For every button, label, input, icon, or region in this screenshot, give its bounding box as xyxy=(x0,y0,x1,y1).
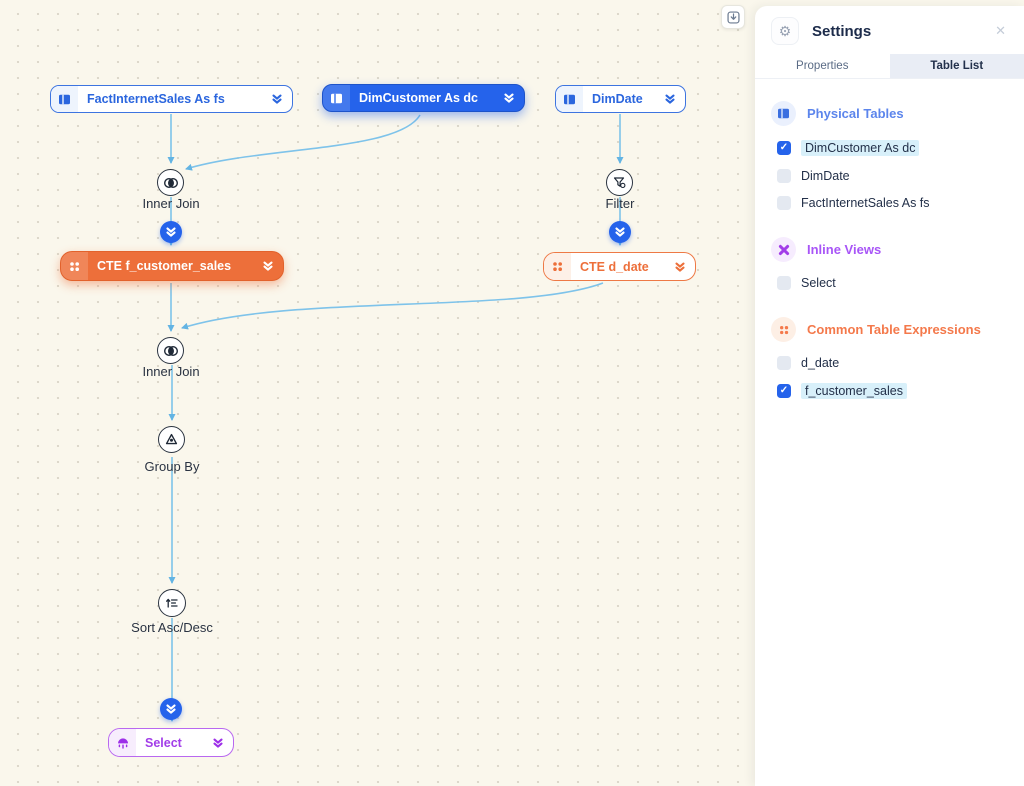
node-dim-date[interactable]: DimDate xyxy=(555,85,686,113)
download-button[interactable] xyxy=(721,5,745,29)
section-common-table-expressions: Common Table Expressions xyxy=(771,317,1008,342)
cte-dots-icon xyxy=(544,253,571,280)
inner-join-icon xyxy=(163,177,178,188)
section-physical-tables: Physical Tables xyxy=(771,101,1008,126)
item-label: Select xyxy=(801,276,836,290)
section-title: Physical Tables xyxy=(807,106,904,121)
chevron-double-down-icon[interactable] xyxy=(674,261,686,273)
chevron-double-down-icon xyxy=(166,704,176,714)
panel-title: Settings xyxy=(812,22,872,40)
table-list-item-dimcustomer[interactable]: DimCustomer As dc xyxy=(777,140,1008,156)
filter-icon xyxy=(613,177,626,189)
settings-panel: ⚙ Settings ✕ Properties Table List Physi… xyxy=(755,6,1024,786)
checkbox-checked[interactable] xyxy=(777,384,791,398)
chevron-double-down-icon xyxy=(166,227,176,237)
sort-icon xyxy=(166,598,178,608)
chevron-double-down-icon xyxy=(615,227,625,237)
op-label: Sort Asc/Desc xyxy=(131,620,213,635)
table-icon xyxy=(51,86,78,112)
op-inner-join-1[interactable] xyxy=(157,169,184,196)
expand-badge[interactable] xyxy=(160,221,182,243)
node-label: CTE f_customer_sales xyxy=(97,259,232,273)
node-label: DimCustomer As dc xyxy=(359,91,479,105)
jellyfish-icon xyxy=(117,737,128,749)
op-sort[interactable] xyxy=(158,589,186,617)
expand-badge[interactable] xyxy=(609,221,631,243)
node-label: Select xyxy=(145,735,182,750)
chevron-double-down-icon[interactable] xyxy=(664,93,676,105)
op-label: Filter xyxy=(605,196,635,211)
checkbox-unchecked[interactable] xyxy=(777,276,791,290)
group-by-icon xyxy=(165,433,178,445)
node-cte-d-date[interactable]: CTE d_date xyxy=(543,252,696,281)
chevron-double-down-icon[interactable] xyxy=(212,737,224,749)
item-label: d_date xyxy=(801,356,840,370)
table-list-item-d-date[interactable]: d_date xyxy=(777,356,1008,370)
node-cte-f-customer-sales[interactable]: CTE f_customer_sales xyxy=(60,251,284,281)
close-icon[interactable]: ✕ xyxy=(995,23,1006,38)
physical-tables-icon xyxy=(771,101,796,126)
checkbox-checked[interactable] xyxy=(777,141,791,155)
table-list-item-dimdate[interactable]: DimDate xyxy=(777,169,1008,183)
node-dim-customer[interactable]: DimCustomer As dc xyxy=(322,84,525,112)
op-label: Inner Join xyxy=(142,364,200,379)
table-list-item-f-customer-sales[interactable]: f_customer_sales xyxy=(777,383,1008,399)
op-label: Inner Join xyxy=(142,196,200,211)
op-group-by[interactable] xyxy=(158,426,185,453)
edge xyxy=(181,282,604,330)
expand-badge[interactable] xyxy=(160,698,182,720)
chevron-double-down-icon[interactable] xyxy=(271,93,283,105)
op-inner-join-2[interactable] xyxy=(157,337,184,364)
inline-view-icon xyxy=(109,729,136,756)
table-list-item-factinternetsales[interactable]: FactInternetSales As fs xyxy=(777,196,1008,210)
table-list-item-select[interactable]: Select xyxy=(777,276,1008,290)
section-inline-views: Inline Views xyxy=(771,237,1008,262)
settings-tabs: Properties Table List xyxy=(755,54,1024,79)
cte-dots-icon xyxy=(771,317,796,342)
node-label: FactInternetSales As fs xyxy=(87,92,225,106)
tab-properties[interactable]: Properties xyxy=(796,60,849,72)
op-filter[interactable] xyxy=(606,169,633,196)
tab-table-list[interactable]: Table List xyxy=(889,54,1024,78)
inline-views-icon xyxy=(771,237,796,262)
chevron-double-down-icon[interactable] xyxy=(262,260,274,272)
table-icon xyxy=(556,86,583,112)
node-select[interactable]: Select xyxy=(108,728,234,757)
table-icon xyxy=(323,85,350,111)
item-label: FactInternetSales As fs xyxy=(801,196,930,210)
chevron-double-down-icon[interactable] xyxy=(503,92,515,104)
cte-dots-icon xyxy=(61,252,88,280)
section-title: Common Table Expressions xyxy=(807,322,981,337)
op-label: Group By xyxy=(144,459,200,474)
checkbox-unchecked[interactable] xyxy=(777,169,791,183)
section-title: Inline Views xyxy=(807,242,882,257)
checkbox-unchecked[interactable] xyxy=(777,196,791,210)
edge xyxy=(185,114,421,171)
item-label: f_customer_sales xyxy=(801,383,907,399)
download-icon xyxy=(726,10,740,24)
inner-join-icon xyxy=(163,345,178,356)
settings-header: ⚙ Settings ✕ xyxy=(755,6,1024,54)
item-label: DimDate xyxy=(801,169,850,183)
node-label: CTE d_date xyxy=(580,259,649,274)
gear-icon[interactable]: ⚙ xyxy=(771,17,799,45)
checkbox-unchecked[interactable] xyxy=(777,356,791,370)
item-label: DimCustomer As dc xyxy=(801,140,920,156)
node-label: DimDate xyxy=(592,92,643,106)
node-fact-internet-sales[interactable]: FactInternetSales As fs xyxy=(50,85,293,113)
